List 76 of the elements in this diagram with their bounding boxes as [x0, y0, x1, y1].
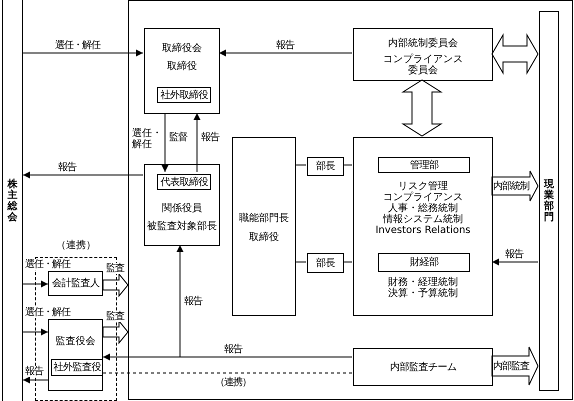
arrow	[102, 354, 352, 360]
annotation-text: 選任・解任	[132, 128, 162, 150]
vertical-box	[2, 0, 23, 401]
node-text: 管理部	[410, 160, 438, 170]
arrow	[22, 280, 48, 288]
arrow	[492, 258, 538, 266]
block-arrow	[401, 79, 443, 137]
edge-label: 監査	[106, 311, 124, 322]
group-label: （連携）	[55, 240, 97, 251]
node-text: 財経部	[410, 257, 438, 268]
edge-label: 選任・解任	[55, 40, 100, 51]
node-text: リスク管理	[398, 181, 448, 192]
edge-label: 報告	[58, 162, 76, 173]
node-text: コンプライアンス	[383, 192, 463, 203]
edge-label: 報告	[201, 132, 219, 143]
vertical-box	[539, 11, 559, 391]
node-text: 部長	[316, 258, 335, 268]
node-text: 社外取締役	[160, 90, 208, 100]
node-text: Investors Relations	[375, 225, 471, 236]
node-text: 職能部門長	[239, 213, 289, 224]
node-text: 人事・総務統制	[388, 203, 458, 214]
edge-label: 内部監査	[493, 361, 529, 372]
organization-frame	[128, 0, 573, 400]
edge-label: 報告	[276, 40, 294, 51]
node-text: 被監査対象部長	[147, 221, 217, 232]
org-box	[307, 157, 344, 176]
edge-label: 監査	[106, 263, 124, 274]
node-text: 取締役	[167, 61, 197, 72]
arrow	[162, 112, 168, 172]
node-text: 内部監査チーム	[390, 362, 456, 372]
block-arrow	[102, 320, 129, 344]
org-box	[48, 319, 103, 391]
org-box	[232, 137, 296, 316]
vertical-label: 株主総会	[8, 178, 18, 222]
node-text: 内部統制委員会	[388, 38, 458, 49]
org-box	[353, 137, 493, 316]
org-box	[378, 157, 470, 173]
org-box	[48, 271, 103, 296]
node-text: 会計監査人	[52, 278, 100, 289]
edge-label: 選任・解任	[25, 307, 70, 318]
edge-label: 報告	[25, 366, 43, 377]
arrow	[22, 376, 48, 384]
arrow	[218, 50, 352, 56]
edge-label: 報告	[505, 249, 523, 260]
node-text: 代表取締役	[160, 176, 208, 188]
org-box	[307, 253, 344, 273]
vertical-label: 現業部門	[544, 179, 554, 223]
org-box	[144, 28, 220, 114]
node-text: 情報システム統制	[383, 214, 463, 225]
org-box	[353, 28, 493, 81]
node-text: 関係役員	[162, 203, 202, 214]
org-box	[51, 359, 103, 376]
org-box	[157, 87, 211, 103]
node-text: 部長	[316, 161, 335, 172]
edge-label: 監督	[169, 132, 187, 143]
edge-label: 報告	[184, 296, 202, 307]
node-text: 取締役	[249, 232, 279, 243]
arrow	[22, 50, 144, 56]
arrow	[22, 172, 144, 178]
edge-label: 報告	[224, 344, 242, 355]
org-box	[353, 348, 493, 386]
node-text: 社外監査役	[53, 362, 101, 373]
node-text: 取締役会	[162, 43, 202, 54]
org-box	[378, 253, 470, 272]
block-arrow	[102, 272, 129, 298]
edge-label: 内部統制	[493, 181, 529, 192]
node-text: 監査役会	[56, 336, 96, 347]
org-box	[157, 174, 211, 190]
block-arrow	[491, 33, 539, 75]
edge-label: 選任・解任	[25, 259, 70, 270]
node-text: コンプライアンス委員会	[382, 54, 464, 76]
node-text: 決算・予算統制	[388, 288, 458, 299]
arrow	[194, 112, 200, 172]
arrow	[22, 328, 48, 336]
node-text: 財務・経理統制	[388, 277, 458, 288]
org-box	[144, 164, 220, 246]
